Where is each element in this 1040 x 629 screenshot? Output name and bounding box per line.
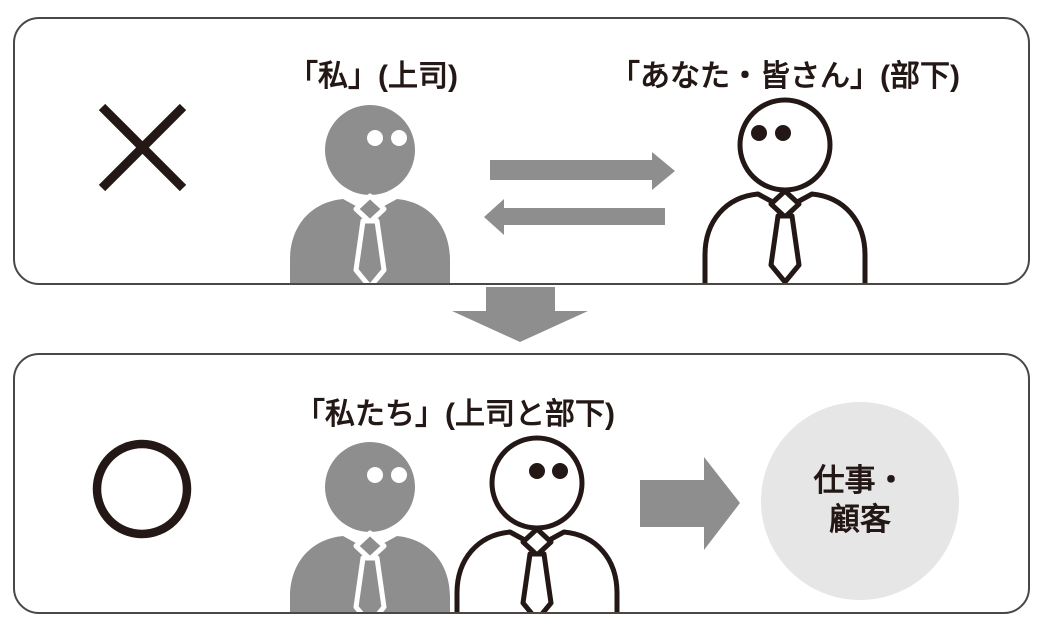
boss-figure-icon	[290, 442, 450, 612]
subordinate-figure-icon	[702, 97, 868, 283]
arrow-right-icon	[490, 152, 675, 190]
bottom-panel: 「私たち」(上司と部下) 仕事・ 顧客	[13, 353, 1030, 614]
goal-text-line2: 顧客	[829, 502, 891, 537]
cross-mark-icon	[98, 103, 187, 192]
subordinate-label: 「あなた・皆さん」(部下)	[610, 60, 960, 93]
arrow-right-icon	[640, 457, 740, 550]
circle-mark-icon	[92, 439, 192, 539]
goal-circle: 仕事・ 顧客	[761, 402, 959, 600]
boss-figure-icon	[290, 105, 450, 283]
down-arrow-icon	[452, 287, 588, 342]
goal-text: 仕事・ 顧客	[814, 462, 907, 540]
top-panel: 「私」(上司) 「あなた・皆さん」(部下)	[13, 17, 1030, 285]
subordinate-figure-icon	[454, 435, 620, 612]
group-label: 「私たち」(上司と部下)	[295, 398, 615, 431]
boss-label: 「私」(上司)	[288, 60, 458, 93]
goal-text-line1: 仕事・	[813, 463, 907, 499]
exchange-arrows-icon	[484, 152, 675, 235]
arrow-left-icon	[484, 199, 665, 235]
